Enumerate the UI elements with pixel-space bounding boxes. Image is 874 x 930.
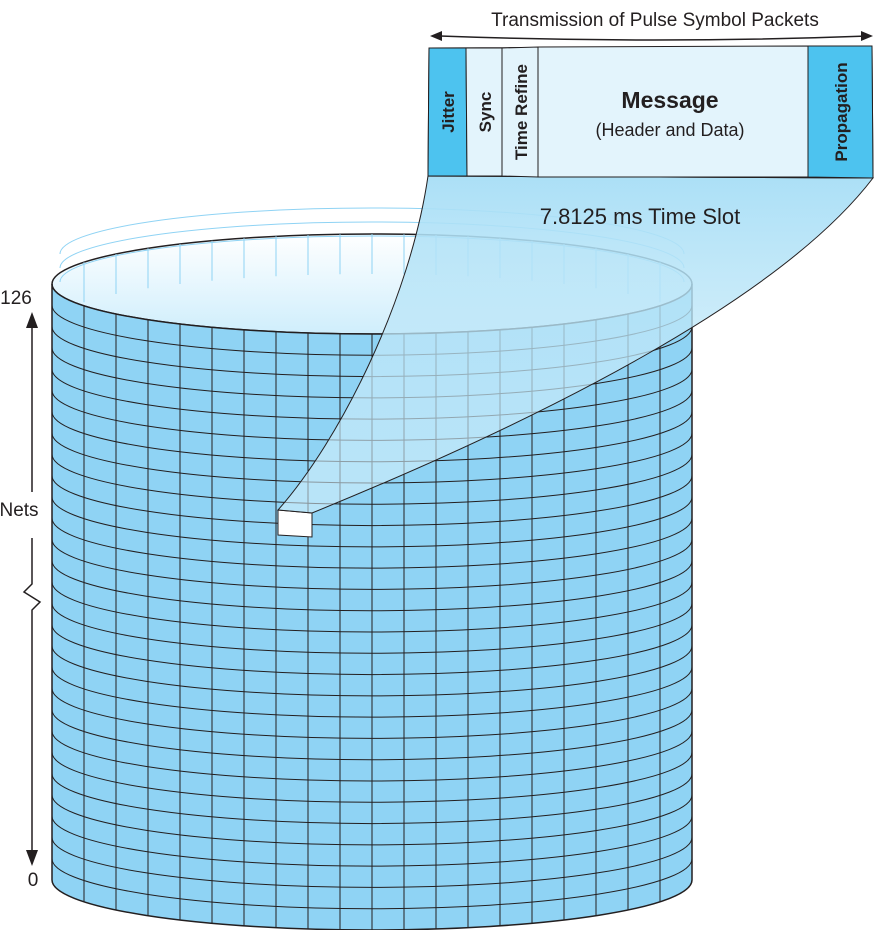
field-label-propagation: Propagation xyxy=(832,62,851,161)
highlighted-time-slot xyxy=(277,509,313,538)
time-slot-callout xyxy=(276,175,874,514)
packet-field-propagation xyxy=(807,45,874,179)
axis-middle-label: Nets xyxy=(0,500,39,521)
axis-top-label: 126 xyxy=(0,288,32,309)
field-sublabel-message: (Header and Data) xyxy=(595,120,744,140)
field-label-sync: Sync xyxy=(476,92,495,133)
packet-bar: Jitter Sync Time Refine Message (Header … xyxy=(427,45,874,179)
title-double-arrow xyxy=(430,31,873,41)
field-label-time-refine: Time Refine xyxy=(512,64,531,160)
time-slot-label: 7.8125 ms Time Slot xyxy=(540,204,741,229)
diagram-title: Transmission of Pulse Symbol Packets xyxy=(491,10,819,31)
field-label-jitter: Jitter xyxy=(439,91,458,133)
axis-bottom-label: 0 xyxy=(28,870,39,891)
field-label-message: Message xyxy=(621,87,718,113)
axis-arrow xyxy=(22,312,42,866)
